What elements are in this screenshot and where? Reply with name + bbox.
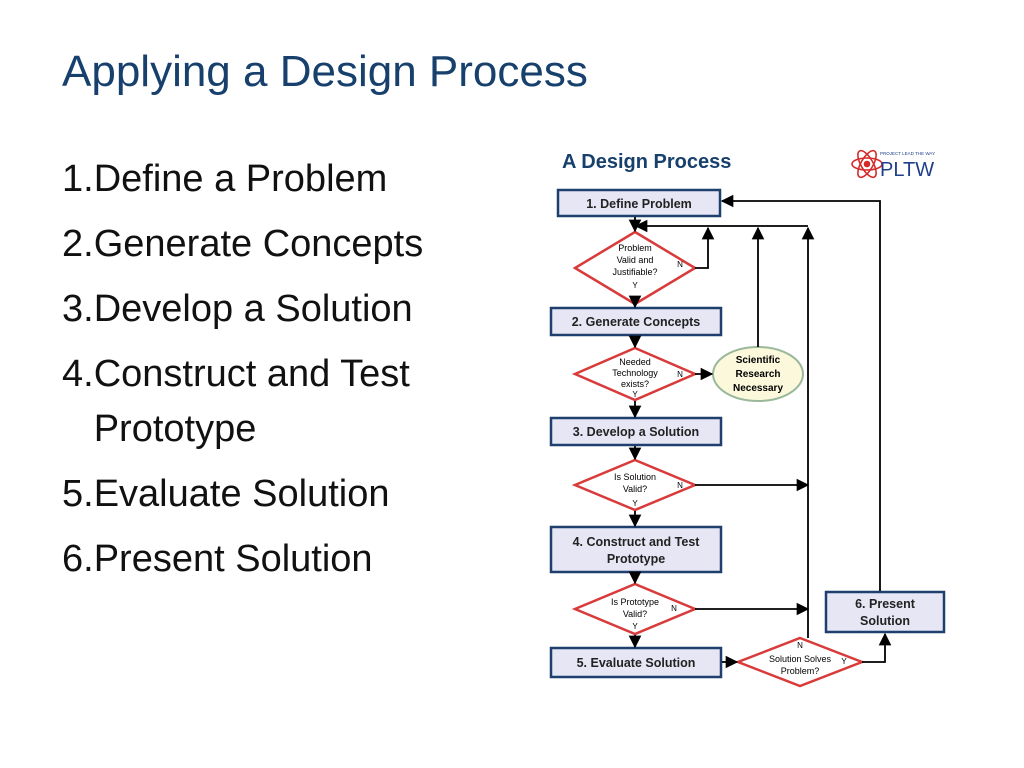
decision-label-line: Valid and (617, 255, 654, 265)
no-label: N (677, 481, 683, 490)
decision-label-line: Needed (619, 357, 651, 367)
no-label: N (671, 604, 677, 613)
yes-label: Y (632, 390, 638, 399)
step-number: 4. (62, 353, 94, 395)
design-process-diagram: A Design Process PROJECT LEAD THE WAY PL… (540, 138, 960, 688)
box-define-problem: 1. Define Problem (556, 188, 722, 218)
box-label-line1: 6. Present (855, 597, 916, 611)
atom-icon (851, 149, 883, 179)
yes-label: Y (632, 499, 638, 508)
no-label: N (677, 260, 683, 269)
no-label: N (677, 370, 683, 379)
decision-label-line: Solution Solves (769, 654, 832, 664)
decision-label-line: Valid? (623, 609, 647, 619)
decision-problem-valid: Problem Valid and Justifiable? Y N (572, 230, 698, 306)
list-item: 2. Generate Concepts (62, 217, 502, 272)
box-develop-solution: 3. Develop a Solution (549, 416, 723, 447)
box-construct-test-prototype: 4. Construct and Test Prototype (549, 525, 723, 574)
decision-label-line: Is Prototype (611, 597, 659, 607)
step-number: 3. (62, 288, 94, 330)
flowchart-canvas: A Design Process PROJECT LEAD THE WAY PL… (549, 149, 946, 688)
box-label: 5. Evaluate Solution (577, 656, 696, 670)
step-number: 1. (62, 158, 94, 200)
box-label: 1. Define Problem (586, 197, 692, 211)
list-item: 5. Evaluate Solution (62, 467, 502, 522)
list-item: 4. Construct and Test Prototype (62, 347, 502, 457)
oval-label-line: Necessary (733, 383, 783, 394)
decision-label-line: Technology (612, 368, 658, 378)
decision-prototype-valid: Is Prototype Valid? Y N (571, 582, 699, 636)
box-label-line2: Prototype (607, 552, 665, 566)
step-number: 2. (62, 223, 94, 265)
flow-connectors (628, 194, 892, 669)
step-text: Construct and Test Prototype (93, 353, 410, 450)
box-label-line2: Solution (860, 614, 910, 628)
box-evaluate-solution: 5. Evaluate Solution (549, 646, 723, 679)
step-text: Develop a Solution (93, 288, 413, 330)
decision-solution-solves-problem: Solution Solves Problem? N Y (734, 636, 866, 688)
logo-main-text: PLTW (880, 159, 934, 181)
list-item: 6. Present Solution (62, 532, 502, 587)
logo-small-text: PROJECT LEAD THE WAY (880, 151, 935, 156)
decision-label-line: Is Solution (614, 472, 656, 482)
step-text: Generate Concepts (93, 223, 424, 265)
yes-label: Y (632, 281, 638, 290)
step-list: 1. Define a Problem 2. Generate Concepts… (62, 152, 502, 597)
decision-label-line: Problem (618, 243, 652, 253)
decision-solution-valid: Is Solution Valid? Y N (571, 458, 699, 512)
step-number: 5. (62, 473, 94, 515)
decision-label-line: exists? (621, 379, 649, 389)
scientific-research-oval: Scientific Research Necessary (712, 346, 804, 402)
box-label: 3. Develop a Solution (573, 425, 699, 439)
box-label: 2. Generate Concepts (572, 315, 701, 329)
pltw-logo: PROJECT LEAD THE WAY PLTW (851, 149, 935, 181)
yes-label: Y (841, 657, 847, 666)
step-number: 6. (62, 538, 94, 580)
decision-label-line: Problem? (781, 666, 820, 676)
oval-label-line: Scientific (736, 355, 781, 366)
box-generate-concepts: 2. Generate Concepts (549, 306, 723, 337)
list-item: 1. Define a Problem (62, 152, 502, 207)
step-text: Define a Problem (93, 158, 388, 200)
box-present-solution: 6. Present Solution (824, 590, 946, 634)
step-text: Present Solution (93, 538, 373, 580)
yes-label: Y (632, 622, 638, 631)
no-label: N (797, 641, 803, 650)
diagram-title: A Design Process (562, 151, 731, 173)
decision-label-line: Justifiable? (612, 267, 657, 277)
decision-label-line: Valid? (623, 484, 647, 494)
slide-title: Applying a Design Process (62, 47, 588, 96)
step-text: Evaluate Solution (93, 473, 390, 515)
oval-label-line: Research (735, 369, 780, 380)
list-item: 3. Develop a Solution (62, 282, 502, 337)
box-label-line1: 4. Construct and Test (573, 535, 701, 549)
decision-technology-exists: Needed Technology exists? Y N (571, 346, 699, 402)
